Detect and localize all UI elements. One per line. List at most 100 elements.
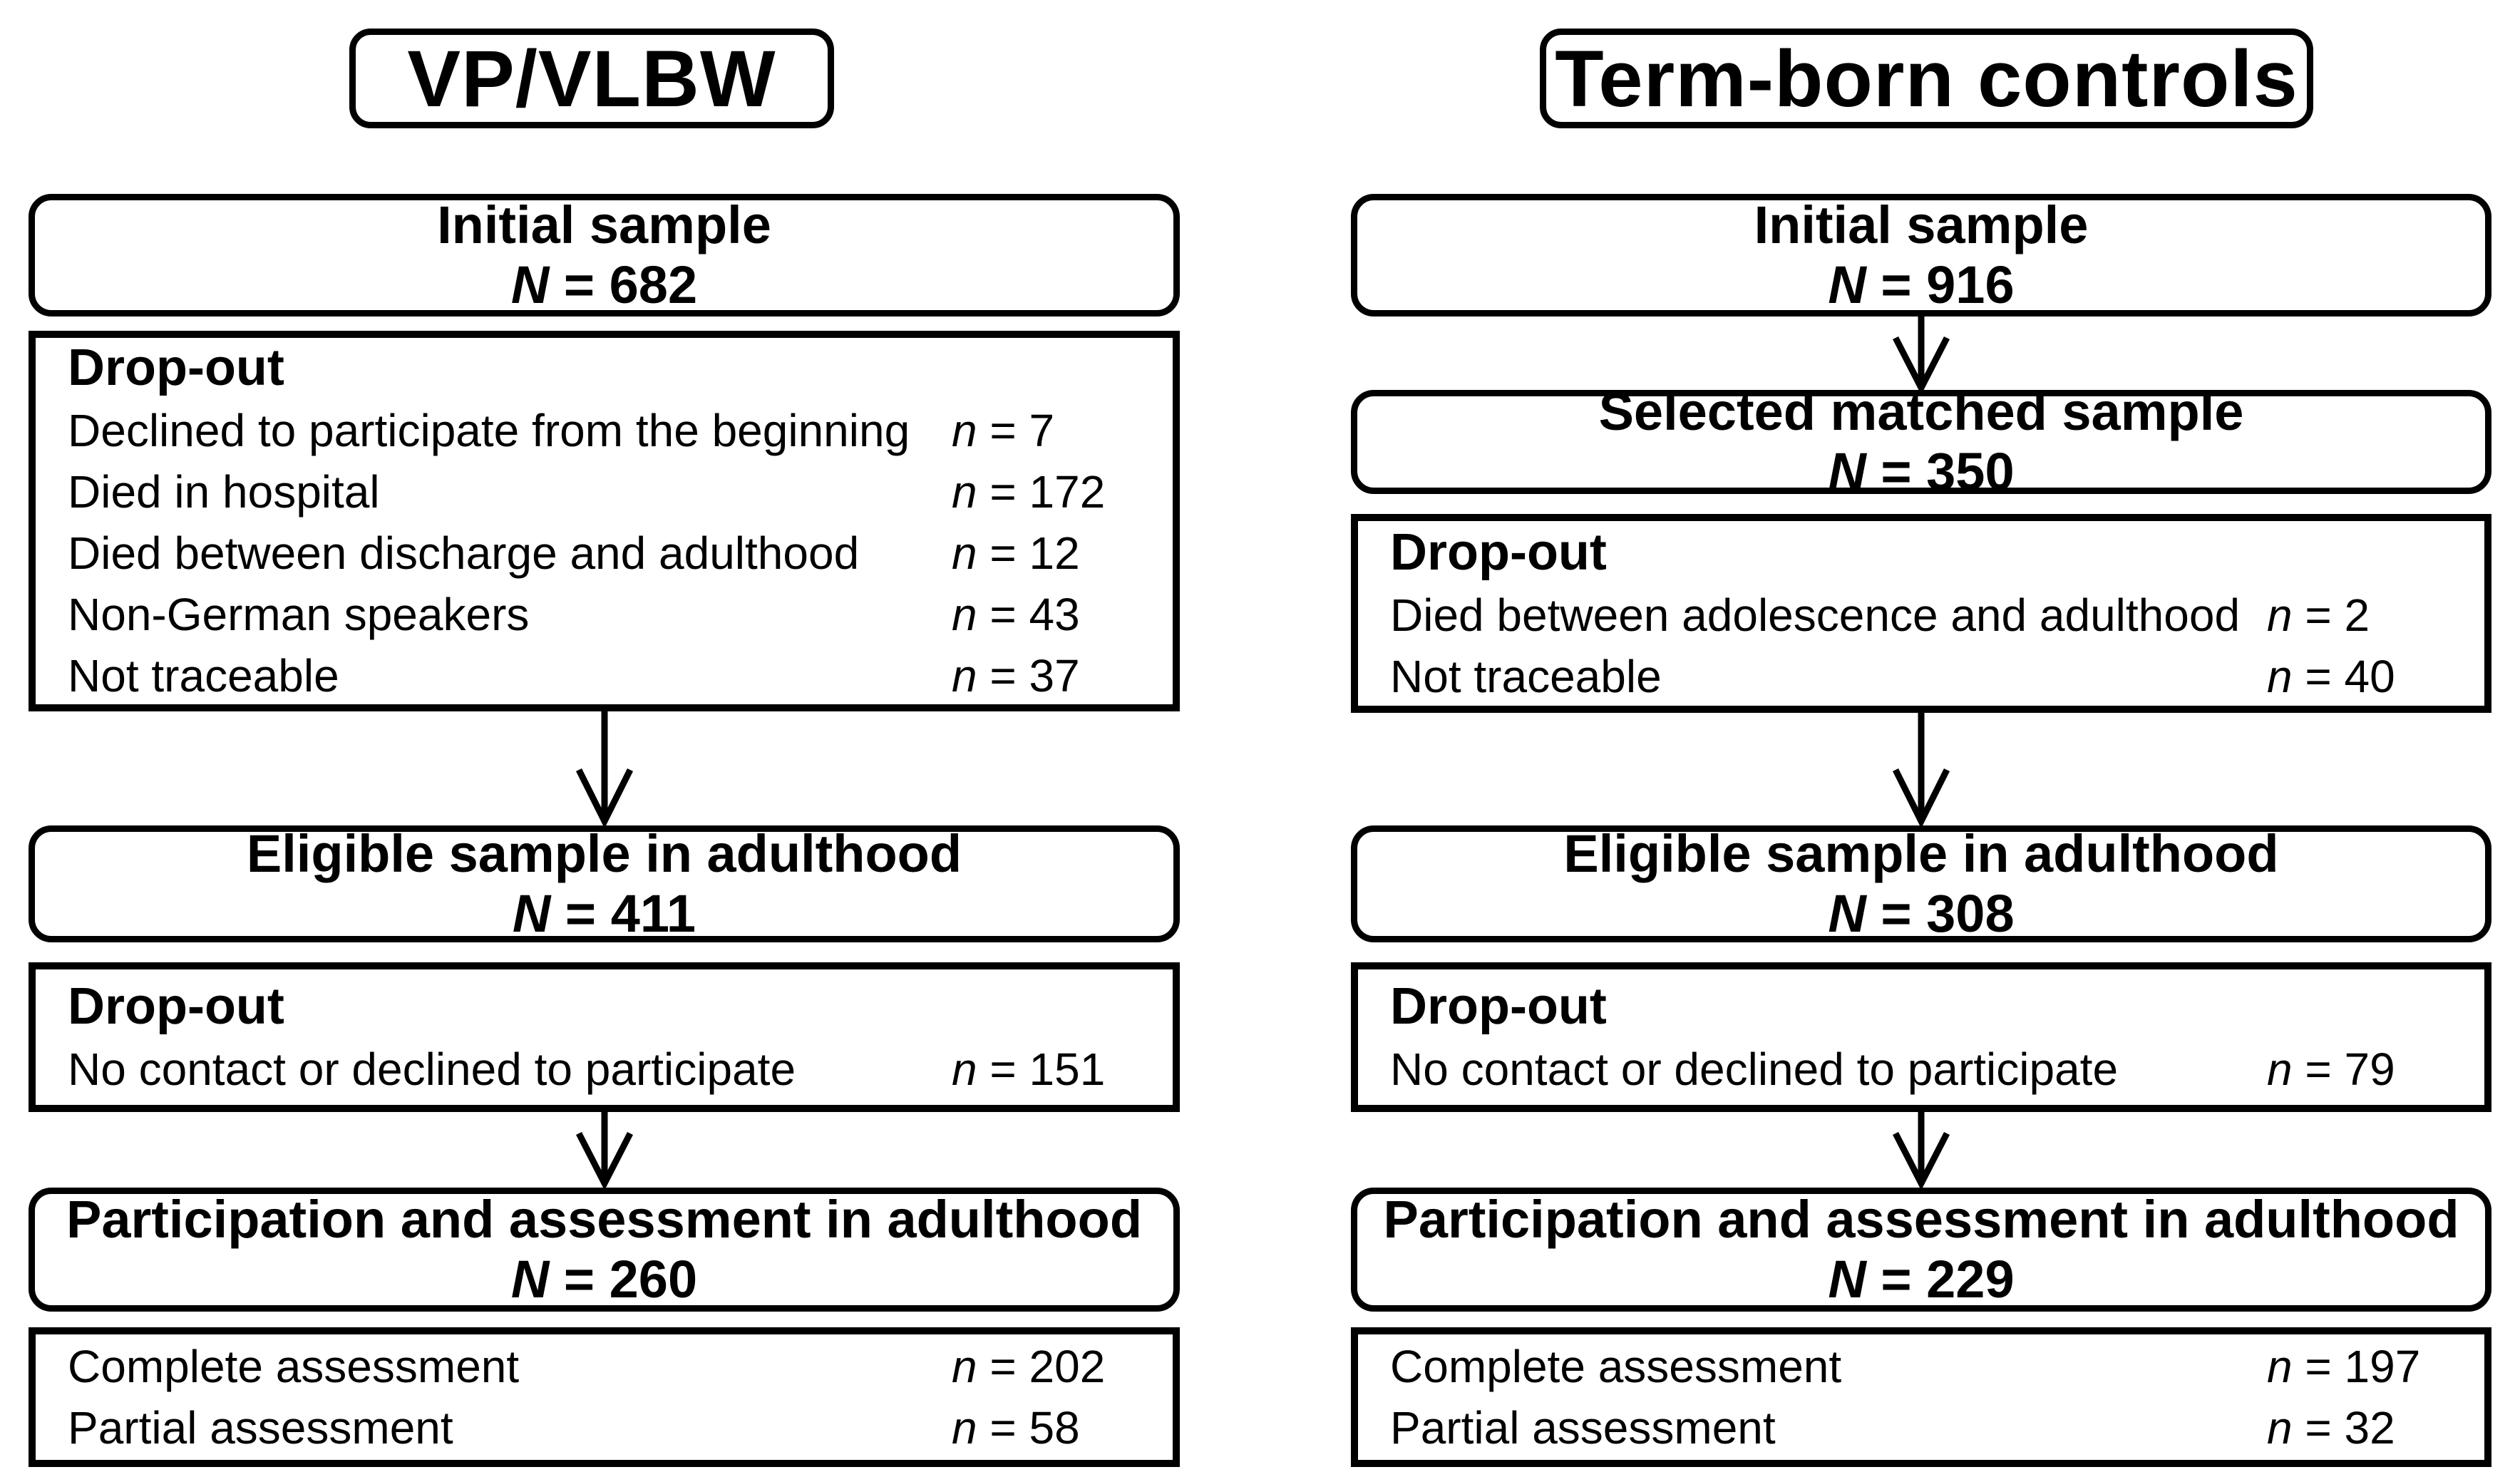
n-value: = 202 xyxy=(989,1341,1106,1392)
box-dropout2-right: Drop-out No contact or declined to parti… xyxy=(1351,962,2491,1112)
group-title-term-born: Term-born controls xyxy=(1540,29,2313,128)
arrow-down-icon xyxy=(575,711,634,825)
n-value: = 682 xyxy=(563,255,698,314)
box-heading: Selected matched sample xyxy=(1598,382,2244,441)
box-initial-sample-left: Initial sample N = 682 xyxy=(29,194,1180,316)
n-value: = 916 xyxy=(1881,255,2015,314)
dropout-label: Not traceable xyxy=(68,650,339,701)
assessment-row: Complete assessment n = 197 xyxy=(1390,1336,2452,1397)
n-symbol: n xyxy=(2267,650,2293,702)
box-eligible-right: Eligible sample in adulthood N = 308 xyxy=(1351,824,2491,944)
dropout-label: Died between discharge and adulthood xyxy=(68,527,860,579)
box-participation-right: Participation and assessment in adulthoo… xyxy=(1351,1188,2491,1312)
dropout-label: Died in hospital xyxy=(68,466,380,518)
box-heading: Initial sample xyxy=(1754,195,2089,254)
n-symbol: n xyxy=(952,405,977,456)
dropout-heading: Drop-out xyxy=(68,339,284,396)
n-symbol: n xyxy=(952,589,977,640)
dropout-heading: Drop-out xyxy=(1390,523,1607,581)
dropout-row: No contact or declined to participate n … xyxy=(1390,1039,2452,1100)
n-value: = 58 xyxy=(989,1402,1080,1453)
assessment-n: n = 197 xyxy=(2267,1336,2452,1397)
n-symbol: N xyxy=(510,1250,550,1309)
box-heading: Eligible sample in adulthood xyxy=(1563,824,2279,883)
group-title-label: Term-born controls xyxy=(1555,34,2298,123)
dropout-n: n = 37 xyxy=(952,645,1141,706)
n-symbol: n xyxy=(2267,1402,2293,1453)
sample-size: N = 260 xyxy=(511,1250,697,1309)
n-value: = 229 xyxy=(1881,1250,2015,1309)
dropout-n: n = 79 xyxy=(2267,1039,2452,1100)
arrow-down-icon xyxy=(575,1112,634,1188)
assessment-row: Partial assessment n = 58 xyxy=(68,1397,1141,1458)
dropout-row: Died between adolescence and adulthood n… xyxy=(1390,585,2452,646)
box-dropout2-left: Drop-out No contact or declined to parti… xyxy=(29,962,1180,1112)
dropout-row: Declined to participate from the beginni… xyxy=(68,400,1141,461)
n-value: = 43 xyxy=(989,589,1080,640)
n-value: = 32 xyxy=(2305,1402,2395,1453)
box-heading: Participation and assessment in adulthoo… xyxy=(66,1190,1143,1249)
dropout-row: Not traceable n = 40 xyxy=(1390,646,2452,707)
n-symbol: n xyxy=(952,1044,977,1095)
dropout-n: n = 2 xyxy=(2267,585,2452,646)
dropout-label: Non-German speakers xyxy=(68,589,530,640)
sample-size: N = 916 xyxy=(1828,255,2014,315)
assessment-n: n = 32 xyxy=(2267,1397,2452,1458)
n-symbol: N xyxy=(510,255,550,314)
n-value: = 172 xyxy=(989,466,1106,518)
group-title-vp-vlbw: VP/VLBW xyxy=(349,29,834,128)
n-symbol: N xyxy=(1828,1250,1866,1309)
n-symbol: n xyxy=(2267,1044,2293,1095)
arrow-down-icon xyxy=(1892,713,1950,825)
n-symbol: N xyxy=(1828,255,1866,314)
assessment-label: Complete assessment xyxy=(68,1341,520,1392)
n-symbol: N xyxy=(512,884,551,943)
n-value: = 37 xyxy=(989,650,1080,701)
assessment-label: Complete assessment xyxy=(1390,1341,1842,1392)
box-heading: Participation and assessment in adulthoo… xyxy=(1383,1190,2459,1249)
dropout-row: Died in hospital n = 172 xyxy=(68,461,1141,523)
assessment-row: Partial assessment n = 32 xyxy=(1390,1397,2452,1458)
dropout-heading: Drop-out xyxy=(68,978,284,1035)
sample-size: N = 229 xyxy=(1828,1250,2014,1309)
assessment-label: Partial assessment xyxy=(1390,1402,1776,1453)
dropout-n: n = 40 xyxy=(2267,646,2452,707)
n-value: = 2 xyxy=(2305,589,2370,641)
dropout-label: Not traceable xyxy=(1390,650,1662,702)
n-symbol: n xyxy=(952,466,977,518)
dropout-row: Non-German speakers n = 43 xyxy=(68,584,1141,645)
dropout-row: No contact or declined to participate n … xyxy=(68,1039,1141,1100)
n-value: = 260 xyxy=(563,1250,698,1309)
box-heading: Eligible sample in adulthood xyxy=(246,824,962,883)
assessment-n: n = 58 xyxy=(952,1397,1141,1458)
assessment-row: Complete assessment n = 202 xyxy=(68,1336,1141,1397)
n-value: = 40 xyxy=(2305,650,2395,702)
n-value: = 411 xyxy=(565,884,696,943)
dropout-n: n = 151 xyxy=(952,1039,1141,1100)
n-symbol: n xyxy=(2267,1341,2293,1392)
group-title-label: VP/VLBW xyxy=(407,34,776,123)
dropout-n: n = 43 xyxy=(952,584,1141,645)
box-initial-sample-right: Initial sample N = 916 xyxy=(1351,194,2491,316)
box-dropout1-right: Drop-out Died between adolescence and ad… xyxy=(1351,514,2491,713)
dropout-n: n = 12 xyxy=(952,523,1141,584)
dropout-row: Died between discharge and adulthood n =… xyxy=(68,523,1141,584)
n-value: = 197 xyxy=(2305,1341,2421,1392)
assessment-label: Partial assessment xyxy=(68,1402,453,1453)
dropout-label: Declined to participate from the beginni… xyxy=(68,405,910,456)
dropout-label: Died between adolescence and adulthood xyxy=(1390,589,2241,641)
n-value: = 79 xyxy=(2305,1044,2395,1095)
n-symbol: n xyxy=(952,650,977,701)
box-assessment-right: Complete assessment n = 197 Partial asse… xyxy=(1351,1327,2491,1467)
n-value: = 12 xyxy=(989,527,1080,579)
n-value: = 151 xyxy=(989,1044,1106,1095)
n-value: = 7 xyxy=(989,405,1055,456)
sample-size: N = 682 xyxy=(511,255,697,315)
dropout-n: n = 172 xyxy=(952,461,1141,523)
sample-size: N = 350 xyxy=(1828,442,2014,502)
arrow-down-icon xyxy=(1892,316,1950,392)
box-heading: Initial sample xyxy=(437,195,771,254)
sample-size: N = 308 xyxy=(1828,884,2014,944)
arrow-down-icon xyxy=(1892,1112,1950,1188)
